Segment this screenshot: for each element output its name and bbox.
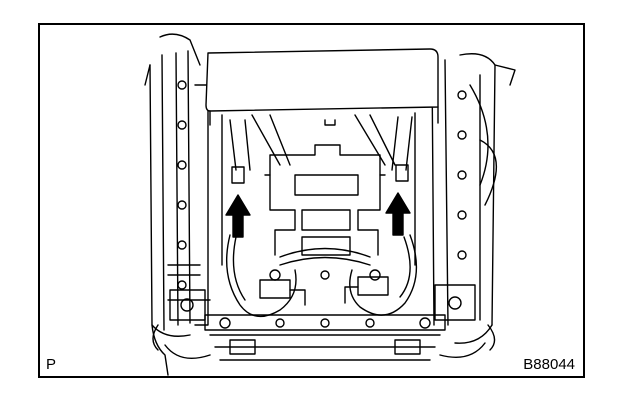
wire-harness [225, 234, 418, 318]
seat-frame-illustration [144, 33, 516, 376]
position-label: P [46, 356, 57, 373]
right-side-frame [431, 53, 516, 344]
seat-top-panel [205, 48, 439, 126]
up-arrow-icon [385, 192, 411, 236]
illustration-frame: P B88044 [38, 23, 585, 378]
up-arrow-icon [225, 194, 251, 238]
hook-brackets [231, 164, 409, 184]
seat-pan [221, 112, 416, 266]
lower-crossbar [152, 314, 496, 361]
figure-code: B88044 [523, 356, 575, 373]
left-side-frame [144, 33, 211, 376]
